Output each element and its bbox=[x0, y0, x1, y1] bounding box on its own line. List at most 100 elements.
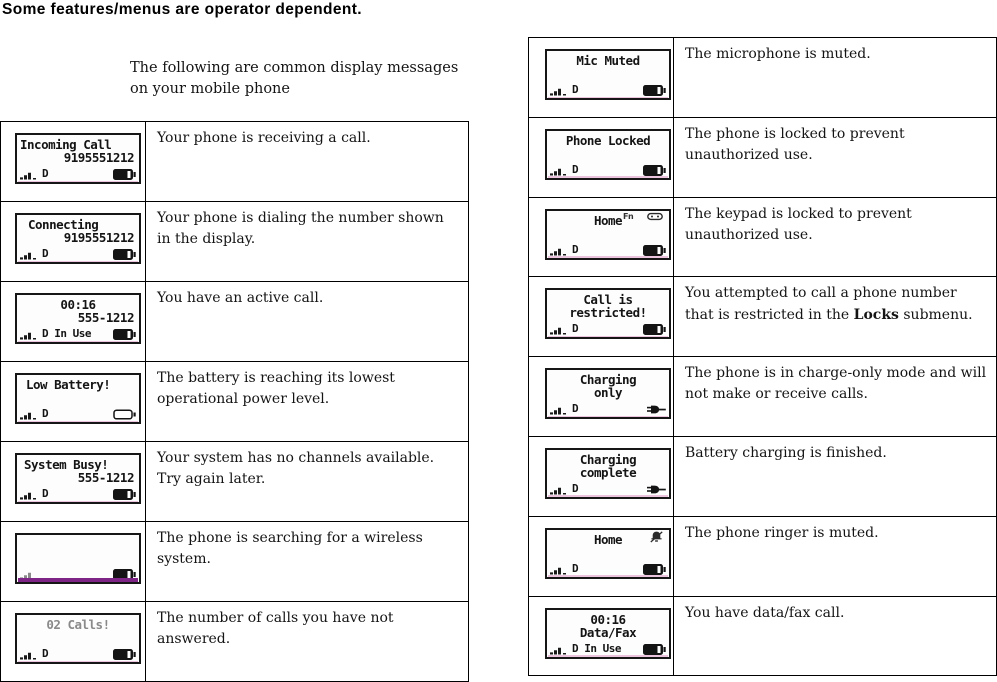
lcd-status-bar: D bbox=[20, 247, 136, 260]
lcd-status-text: D bbox=[572, 402, 579, 416]
description-cell: The phone ringer is muted. bbox=[673, 515, 997, 597]
lcd-line2: only bbox=[593, 385, 623, 401]
signal-strength-icon bbox=[20, 251, 37, 260]
row-description: The number of calls you have not answere… bbox=[157, 610, 394, 648]
lcd-status-text: D bbox=[42, 407, 49, 420]
lcd-line1: Charging bbox=[579, 451, 637, 467]
lcd-status-bar: D In Use bbox=[20, 327, 136, 340]
lcd-underline bbox=[18, 500, 138, 502]
ringer-muted-icon bbox=[650, 531, 663, 543]
lcd-line1: Low Battery! bbox=[26, 377, 111, 392]
lcd-cell: 02 Calls!D bbox=[0, 601, 146, 682]
lcd-status-text: D bbox=[572, 561, 579, 575]
lcd-status-bar: D bbox=[20, 167, 136, 180]
description-text: You attempted to call a phone number tha… bbox=[685, 285, 957, 323]
lcd-line1: Home bbox=[593, 212, 623, 228]
description-cell: The phone is in charge-only mode and wil… bbox=[673, 356, 997, 437]
row-description: The phone ringer is muted. bbox=[685, 524, 879, 541]
lcd-status-text: D bbox=[42, 167, 49, 180]
row-description: The phone is locked to prevent unauthori… bbox=[685, 125, 905, 164]
description-cell: Your system has no channels available. T… bbox=[145, 441, 469, 522]
lcd-status-bar: D bbox=[550, 243, 666, 256]
function-key-icon: Fn bbox=[623, 212, 636, 220]
lcd-cell bbox=[0, 521, 146, 602]
description-cell: The phone is searching for a wireless sy… bbox=[145, 521, 469, 602]
lcd-status-bar: D bbox=[550, 163, 666, 176]
row-description: The phone is searching for a wireless sy… bbox=[157, 530, 423, 568]
intro-text: The following are common display message… bbox=[130, 60, 459, 98]
lcd-cell: Low Battery! D bbox=[0, 361, 146, 442]
battery-empty-icon bbox=[113, 409, 136, 420]
lcd-line2: 9195551212 bbox=[63, 230, 135, 245]
description-cell: The battery is reaching its lowest opera… bbox=[145, 361, 469, 442]
lcd-line1: Charging bbox=[579, 372, 637, 388]
lcd-status-text: D bbox=[42, 247, 49, 260]
phone-lcd-screen: 02 Calls!D bbox=[15, 613, 141, 664]
lcd-status-bar: D bbox=[550, 83, 666, 96]
lcd-line2: restricted! bbox=[569, 305, 647, 321]
signal-strength-icon bbox=[20, 651, 37, 660]
battery-full-icon bbox=[643, 563, 666, 575]
description-cell: You attempted to call a phone number tha… bbox=[673, 276, 997, 358]
lcd-underline bbox=[548, 415, 668, 418]
lcd-line1: Call is bbox=[583, 292, 633, 308]
lcd-line1: 00:16 bbox=[590, 611, 626, 627]
lcd-line1: Mic Muted bbox=[576, 53, 640, 68]
battery-full-icon bbox=[643, 324, 666, 336]
signal-strength-icon bbox=[550, 247, 567, 256]
description-text: submenu. bbox=[898, 306, 973, 323]
lcd-line1: Phone Locked bbox=[565, 132, 651, 148]
signal-strength-icon bbox=[550, 87, 567, 96]
lcd-status-bar: D bbox=[20, 407, 136, 420]
lcd-status-bar: D bbox=[550, 402, 666, 415]
row-description: Your system has no channels available. T… bbox=[157, 450, 435, 488]
lcd-underline bbox=[18, 578, 138, 582]
table-row: 02 Calls!D The number of calls you have n… bbox=[0, 601, 469, 682]
lcd-status-bar: D bbox=[550, 482, 666, 495]
keypad-lock-icon bbox=[647, 212, 663, 221]
description-cell: Battery charging is finished. bbox=[673, 435, 997, 517]
signal-strength-icon bbox=[20, 331, 37, 340]
row-description: Your phone is receiving a call. bbox=[157, 130, 371, 146]
battery-full-icon bbox=[643, 643, 666, 655]
lcd-line2: 555-1212 bbox=[77, 310, 135, 325]
row-description: You have data/fax call. bbox=[685, 604, 845, 621]
signal-strength-icon bbox=[550, 167, 567, 176]
row-description: Your phone is dialing the number shown i… bbox=[157, 210, 444, 248]
battery-full-icon bbox=[113, 649, 136, 660]
signal-strength-icon bbox=[550, 326, 567, 335]
description-bold-text: Locks bbox=[853, 306, 899, 323]
lcd-underline bbox=[18, 260, 138, 262]
battery-full-icon bbox=[643, 85, 666, 96]
table-row: The phone is searching for a wireless sy… bbox=[0, 521, 469, 602]
lcd-status-bar: D bbox=[550, 322, 666, 336]
lcd-underline bbox=[548, 655, 668, 657]
lcd-line2: 555-1212 bbox=[77, 470, 135, 485]
lcd-line1: Connecting bbox=[28, 217, 99, 232]
battery-full-icon bbox=[113, 249, 136, 260]
lcd-line1: System Busy! bbox=[24, 457, 109, 472]
row-description: The battery is reaching its lowest opera… bbox=[157, 370, 395, 408]
signal-strength-icon bbox=[20, 411, 37, 420]
lcd-underline bbox=[548, 96, 668, 98]
lcd-status-text: D bbox=[42, 487, 49, 500]
lcd-status-text: D In Use bbox=[42, 327, 91, 340]
